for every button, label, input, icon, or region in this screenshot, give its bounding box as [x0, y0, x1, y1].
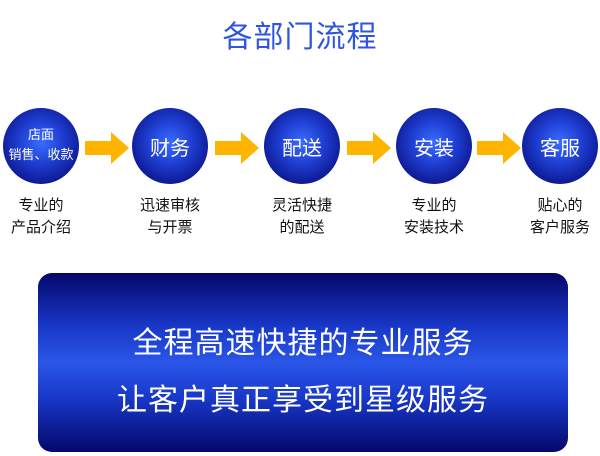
step-label: 客服	[540, 135, 580, 160]
step-circle: 安装	[396, 108, 472, 184]
step-circle: 财务	[132, 108, 208, 184]
step-circle: 配送	[264, 108, 340, 184]
step-label: 安装	[414, 135, 454, 160]
step-label: 销售、收款	[8, 148, 74, 163]
step-description: 迅速审核与开票	[139, 196, 200, 236]
step-circle: 客服	[522, 108, 598, 184]
banner-line-1: 全程高速快捷的专业服务	[132, 326, 474, 361]
page-title: 各部门流程	[222, 20, 378, 55]
step-label: 配送	[282, 135, 322, 160]
arrow-right-icon	[215, 132, 259, 164]
step-label: 店面	[27, 128, 54, 143]
step-description: 专业的安装技术	[403, 196, 464, 236]
step-service: 客服 贴心的客户服务	[505, 108, 600, 238]
step-store: 店面 销售、收款 专业的产品介绍	[0, 108, 96, 238]
step-circle: 店面 销售、收款	[3, 108, 79, 184]
step-description: 贴心的客户服务	[529, 196, 590, 236]
step-delivery: 配送 灵活快捷的配送	[247, 108, 357, 238]
step-description: 灵活快捷的配送	[271, 196, 332, 236]
step-finance: 财务 迅速审核与开票	[115, 108, 225, 238]
arrow-right-icon	[347, 132, 391, 164]
step-install: 安装 专业的安装技术	[379, 108, 489, 238]
arrow-right-icon	[85, 132, 129, 164]
service-banner: 全程高速快捷的专业服务 让客户真正享受到星级服务	[38, 273, 568, 452]
step-label: 财务	[150, 135, 190, 160]
arrow-right-icon	[477, 132, 521, 164]
banner-line-2: 让客户真正享受到星级服务	[117, 383, 489, 418]
step-description: 专业的产品介绍	[10, 196, 71, 236]
